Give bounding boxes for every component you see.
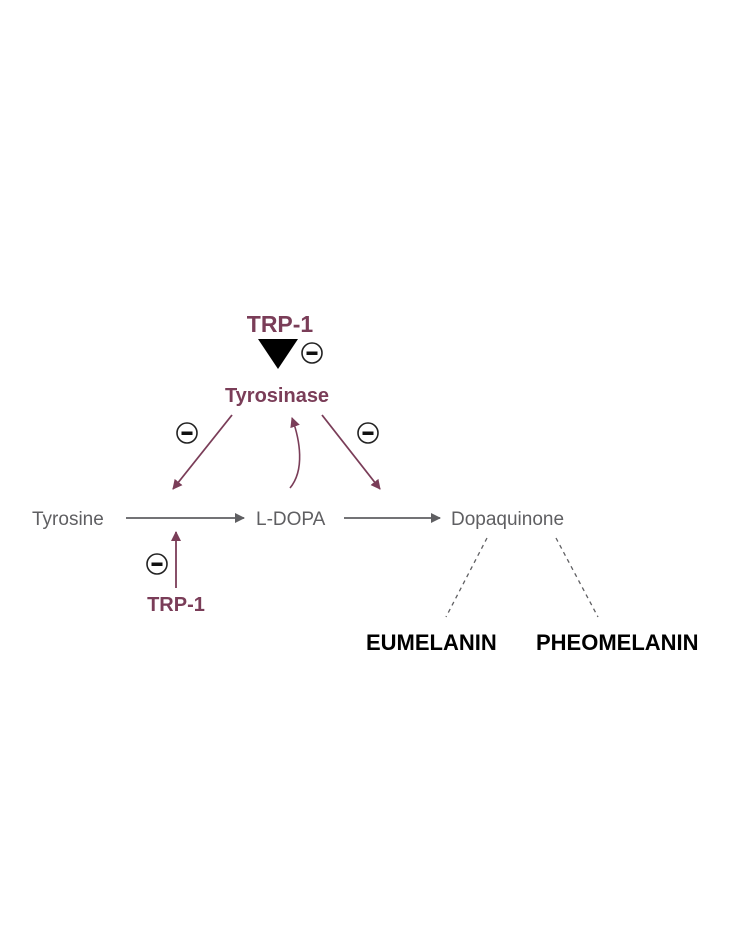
tyrosinase-label: Tyrosinase (225, 385, 329, 407)
tyrosinase-to-oxidation-arrow (321, 414, 381, 490)
dopaquinone-to-eumelanin-dashed-line (445, 537, 488, 618)
inhibition-minus-icon-top (301, 342, 323, 364)
pheomelanin-label: PHEOMELANIN (536, 630, 699, 655)
trp1-top-label: TRP-1 (247, 311, 314, 337)
tyrosinase-to-hydroxylation-arrow (172, 414, 233, 490)
dopaquinone-label: Dopaquinone (451, 509, 564, 530)
inhibition-minus-icon-right (357, 422, 379, 444)
eumelanin-label: EUMELANIN (366, 630, 497, 655)
activation-triangle-icon (258, 339, 298, 369)
dopaquinone-to-pheomelanin-dashed-line (555, 537, 599, 618)
ldopa-feedback-curved-arrow (289, 417, 301, 489)
inhibition-minus-icon-left (176, 422, 198, 444)
ldopa-label: L-DOPA (256, 509, 326, 530)
trp1-bottom-label: TRP-1 (147, 594, 205, 616)
inhibition-minus-icon-bottom (146, 553, 168, 575)
tyrosine-label: Tyrosine (32, 509, 104, 530)
